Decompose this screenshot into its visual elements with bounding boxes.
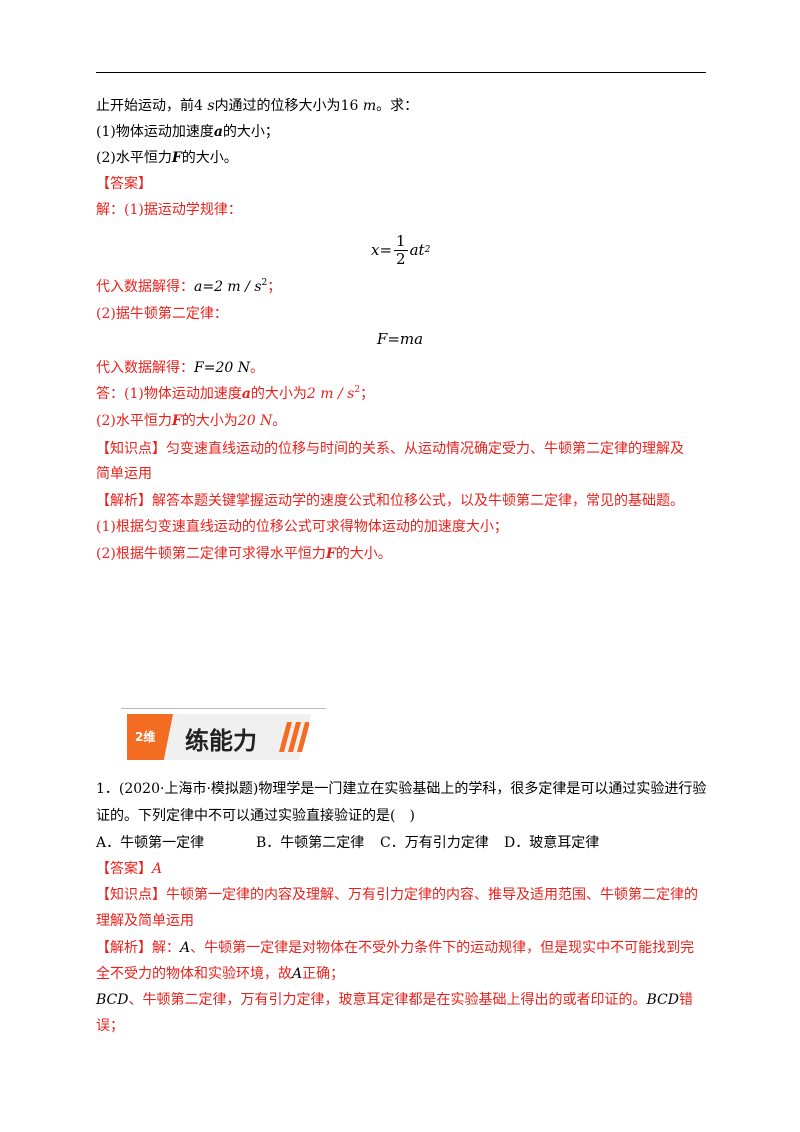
analysis: 【解析】解答本题关键掌握运动学的速度公式和位移公式，以及牛顿第二定律，常见的基础… [96,493,684,509]
knowledge-point-cont: 简单运用 [96,466,152,482]
option-b: B．牛顿第二定律 [256,835,365,851]
problem-statement: 止开始运动，前4 s内通过的位移大小为16 m。求： [96,98,419,114]
q1-knowledge-point-cont: 理解及简单运用 [96,913,194,929]
analysis-1: (1)根据匀变速直线运动的位移公式可求得物体运动的加速度大小； [96,519,508,535]
final-answer-2: (2)水平恒力F的大小为20 N。 [96,413,287,429]
result-2: 代入数据解得：F=20 N。 [96,360,264,376]
option-a: A．牛顿第一定律 [96,835,205,851]
result-1: 代入数据解得：a=2 m / s2； [96,278,282,296]
section-banner: 2维 练能力 [121,714,311,760]
question-line-2: 证的。下列定律中不可以通过实验直接验证的是( ) [96,808,415,824]
q1-analysis-3: BCD、牛顿第二定律，万有引力定律，玻意耳定律都是在实验基础上得出的或者印证的。… [96,992,693,1008]
section-title: 练能力 [185,727,257,755]
analysis-2: (2)根据牛顿第二定律可求得水平恒力F的大小。 [96,546,392,562]
q1-analysis-2: 全不受力的物体和实验环境，故A正确； [96,966,345,982]
question-1: (1)物体运动加速度a的大小； [96,124,279,140]
q1-analysis-1: 【解析】解：A、牛顿第一定律是对物体在不受外力条件下的运动规律，但是现实中不可能… [96,940,695,956]
banner-rule [121,708,326,709]
q1-answer: 【答案】A [96,861,163,877]
choices: A．牛顿第一定律 B．牛顿第二定律 C．万有引力定律 D．玻意耳定律 [96,832,599,854]
banner-badge-text: 2维 [135,730,156,744]
banner-badge [127,714,173,760]
formula-newton: F=ma [376,330,424,348]
stripes-icon [279,722,309,752]
question-2: (2)水平恒力F的大小。 [96,150,238,166]
option-d: D．玻意耳定律 [504,835,600,851]
q1-knowledge-point: 【知识点】牛顿第一定律的内容及理解、万有引力定律的内容、推导及适用范围、牛顿第二… [96,887,698,903]
option-c: C．万有引力定律 [380,835,489,851]
final-answer-1: 答：(1)物体运动加速度a的大小为2 m / s2； [96,385,375,403]
question-line-1: 1．(2020·上海市·模拟题)物理学是一门建立在实验基础上的学科，很多定律是可… [96,781,707,797]
solution-step-2: (2)据牛顿第二定律： [96,306,228,322]
answer-tag: 【答案】 [96,176,152,192]
q1-analysis-4: 误； [96,1018,124,1034]
solution-step-1: 解：(1)据运动学规律： [96,202,242,218]
knowledge-point: 【知识点】匀变速直线运动的位移与时间的关系、从运动情况确定受力、牛顿第二定律的理… [96,441,684,457]
header-rule [96,72,706,73]
